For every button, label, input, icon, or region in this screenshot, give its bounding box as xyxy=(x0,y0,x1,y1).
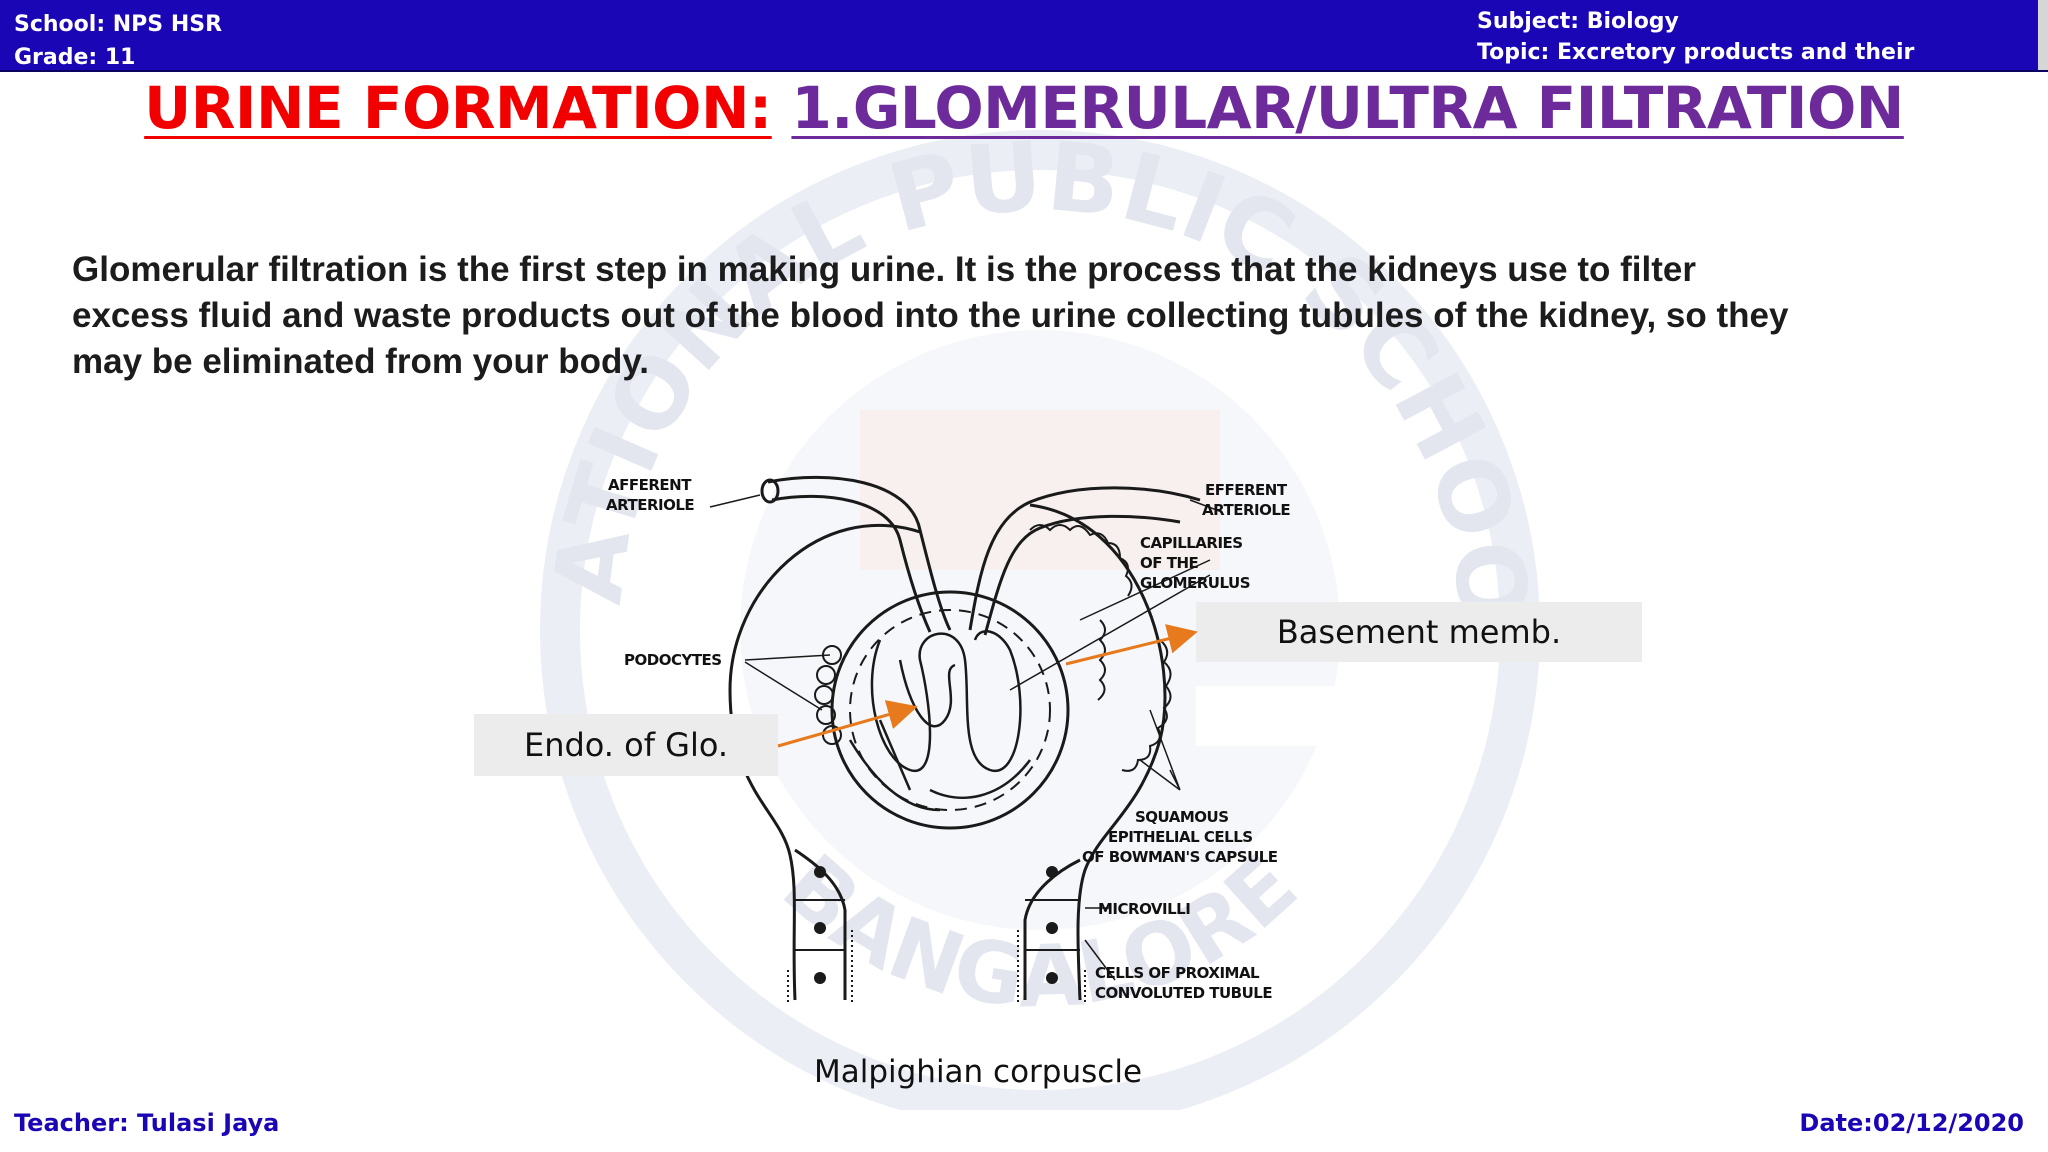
blank-callout xyxy=(1196,686,1446,746)
label-of-the: OF THE xyxy=(1140,554,1199,572)
afferent-arteriole xyxy=(767,475,952,631)
label-bowmans-capsule: OF BOWMAN'S CAPSULE xyxy=(1082,848,1278,866)
topic-label: Topic: Excretory products and their Elim… xyxy=(1477,40,1915,96)
title-part2: 1.GLOMERULAR/ULTRA FILTRATION xyxy=(791,74,1904,142)
school-label: School: NPS HSR xyxy=(14,12,223,37)
podocytes-pointer xyxy=(744,654,831,711)
proximal-tubule-right xyxy=(1023,858,1081,1000)
scrollbar[interactable] xyxy=(2038,0,2048,70)
label-microvilli: MICROVILLI xyxy=(1098,900,1190,918)
grade-label: Grade: 11 xyxy=(14,45,136,70)
subject-label: Subject: Biology xyxy=(1477,9,1679,34)
description-paragraph: Glomerular filtration is the first step … xyxy=(72,250,1789,381)
label-afferent: AFFERENT xyxy=(608,476,692,494)
glomerular-capillaries xyxy=(870,630,1022,773)
teacher-label: Teacher: Tulasi Jaya xyxy=(14,1109,280,1137)
afferent-pointer xyxy=(709,494,761,508)
label-efferent-arteriole: ARTERIOLE xyxy=(1202,501,1290,519)
title-part1: URINE FORMATION: xyxy=(144,74,772,142)
label-efferent: EFFERENT xyxy=(1205,481,1288,499)
endothelium-callout: Endo. of Glo. xyxy=(474,714,778,776)
diagram-caption: Malpighian corpuscle xyxy=(813,1054,1143,1090)
malpighian-corpuscle-diagram: AFFERENT ARTERIOLE EFFERENT ARTERIOLE CA… xyxy=(606,475,1291,1005)
watermark-center xyxy=(740,330,1340,930)
label-convoluted-tubule: CONVOLUTED TUBULE xyxy=(1095,984,1272,1002)
header-right: Subject: Biology Topic: Excretory produc… xyxy=(1477,6,2048,99)
header-bar: School: NPS HSR Grade: 11 Subject: Biolo… xyxy=(0,0,2048,96)
basement-membrane-callout: Basement memb. xyxy=(1196,602,1642,662)
header-left: School: NPS HSR Grade: 11 xyxy=(14,8,222,74)
label-afferent-arteriole: ARTERIOLE xyxy=(606,496,694,514)
label-glomerulus: GLOMERULUS xyxy=(1140,574,1250,592)
date-label: Date:02/12/2020 xyxy=(1799,1109,2024,1137)
label-capillaries: CAPILLARIES xyxy=(1140,534,1243,552)
slide-title: URINE FORMATION: 1.GLOMERULAR/ULTRA FILT… xyxy=(0,74,2048,142)
label-squamous: SQUAMOUS xyxy=(1135,808,1229,826)
label-cells-of-proximal: CELLS OF PROXIMAL xyxy=(1095,964,1260,982)
label-podocytes: PODOCYTES xyxy=(624,651,722,669)
proximal-tubule-left xyxy=(794,848,847,1000)
efferent-arteriole xyxy=(968,486,1201,631)
label-epithelial-cells: EPITHELIAL CELLS xyxy=(1108,828,1253,846)
